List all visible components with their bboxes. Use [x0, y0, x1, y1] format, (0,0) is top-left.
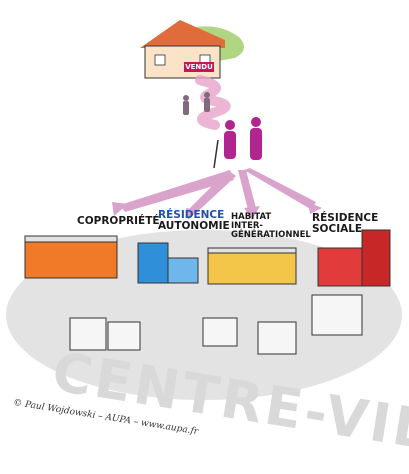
label-residence-autonomie: RÉSIDENCE AUTONOMIE	[158, 209, 230, 233]
building-residence-sociale	[317, 229, 391, 287]
walking-people	[183, 92, 210, 115]
label-residence-sociale: RÉSIDENCE SOCIALE	[312, 212, 379, 236]
service-boxes	[69, 294, 363, 355]
path-road	[195, 75, 231, 130]
building-copropriete	[24, 235, 118, 279]
label-habitat-line3: GÉNÉRATIONNEL	[231, 229, 311, 240]
label-habitat: HABITAT INTER- GÉNÉRATIONNEL	[231, 213, 311, 240]
elderly-couple	[213, 117, 262, 169]
sold-sign: VENDU	[184, 62, 214, 72]
illustration	[6, 20, 402, 400]
label-residence-sociale-line1: RÉSIDENCE	[312, 212, 379, 224]
label-residence-autonomie-line2: AUTONOMIE	[158, 220, 230, 233]
building-residence-autonomie	[137, 242, 199, 284]
sold-house	[140, 20, 244, 79]
arrows	[112, 168, 322, 220]
label-residence-autonomie-line1: RÉSIDENCE	[158, 209, 225, 221]
label-copropriete-text: COPROPRIÉTÉ	[77, 215, 160, 227]
label-habitat-line1: HABITAT	[231, 212, 272, 222]
label-residence-sociale-line2: SOCIALE	[312, 223, 363, 236]
building-habitat	[207, 247, 297, 285]
label-habitat-line2: INTER-	[231, 220, 263, 231]
label-copropriete: COPROPRIÉTÉ	[77, 215, 160, 227]
